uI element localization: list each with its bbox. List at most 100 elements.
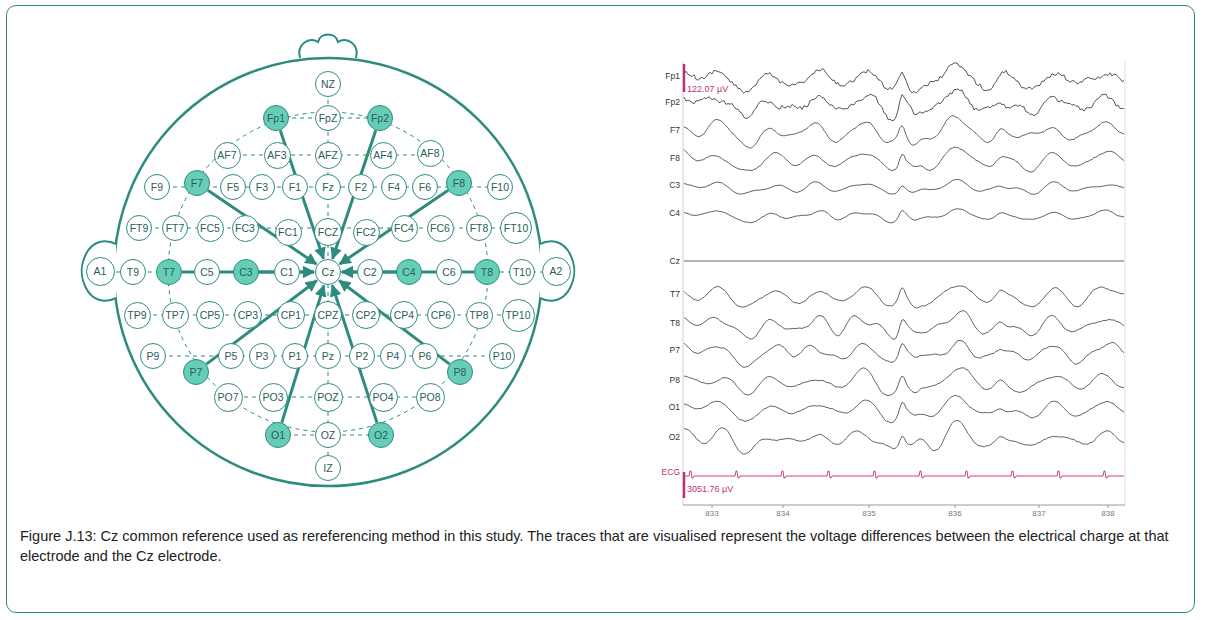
electrode-circle: FCZ (314, 218, 342, 246)
channel-label: Fp2 (665, 98, 680, 107)
electrode-label: P8 (454, 367, 467, 378)
electrode-circle: F2 (348, 174, 374, 200)
electrode-label: FC5 (200, 223, 220, 234)
electrode-label: A2 (550, 266, 563, 277)
electrode-circle: P10 (489, 343, 515, 369)
electrode-label: Pz (322, 351, 334, 362)
electrode-label: C2 (363, 267, 376, 278)
electrode-circle: F9 (144, 174, 170, 200)
time-tick: 834 (776, 510, 789, 518)
electrode-label: P4 (387, 351, 400, 362)
electrode-label: CP6 (431, 310, 451, 321)
channel-label: Fp1 (665, 72, 680, 81)
electrode-circle: FC6 (427, 215, 454, 242)
electrode-label: OZ (321, 430, 336, 441)
electrode-label: Cz (322, 267, 335, 278)
electrode-circle: T7 (156, 259, 182, 285)
electrode-circle: AF4 (370, 142, 397, 169)
electrode-circle: C1 (274, 259, 300, 285)
eeg-trace (684, 179, 1124, 194)
electrode-circle: FC5 (197, 215, 224, 242)
electrode-circle: F3 (249, 174, 275, 200)
electrode-circle: FC3 (232, 215, 259, 242)
electrode-circle: PO7 (214, 383, 243, 412)
electrode-circle: OZ (315, 422, 341, 448)
electrode-label: PO4 (372, 392, 393, 403)
eeg-trace (684, 395, 1124, 422)
electrode-label: NZ (321, 79, 335, 90)
axis-tick (955, 505, 956, 508)
electrode-circle: CPZ (314, 301, 342, 329)
electrode-label: C3 (239, 267, 252, 278)
electrode-label: P7 (190, 367, 203, 378)
electrode-label: TP9 (127, 310, 146, 321)
eeg-trace (684, 286, 1124, 308)
electrode-label: FT7 (166, 223, 185, 234)
nose-outline (299, 35, 356, 59)
electrode-label: T9 (127, 267, 139, 278)
electrode-circle: C2 (357, 259, 383, 285)
electrode-label: IZ (323, 463, 332, 474)
electrode-label: FC3 (235, 223, 255, 234)
electrode-circle: CP5 (196, 301, 224, 329)
eeg-trace (684, 261, 1124, 262)
electrode-circle: Fp2 (367, 105, 393, 131)
electrode-circle: AF7 (214, 142, 241, 169)
left-ear (82, 241, 117, 301)
eeg-trace (684, 421, 1124, 455)
axis-tick (712, 505, 713, 508)
electrode-circle: Fz (315, 174, 341, 200)
electrode-label: P6 (419, 351, 432, 362)
reference-arrow (208, 190, 317, 264)
electrode-circle: P3 (249, 343, 275, 369)
electrode-label: Fz (322, 182, 334, 193)
eeg-trace (684, 341, 1124, 368)
electrode-circle: C6 (436, 259, 462, 285)
time-tick: 833 (705, 510, 718, 518)
electrode-label: FpZ (319, 113, 338, 124)
eeg-trace (684, 209, 1124, 223)
electrode-label: F3 (256, 182, 268, 193)
electrode-label: O2 (374, 430, 388, 441)
electrode-label: TP7 (165, 310, 184, 321)
time-axis (683, 505, 1125, 506)
electrode-label: FC4 (394, 223, 414, 234)
electrode-circle: F8 (446, 170, 472, 196)
electrode-label: P3 (256, 351, 269, 362)
electrode-circle: FpZ (315, 105, 341, 131)
electrode-label: AF8 (420, 148, 439, 159)
electrode-circle: F7 (184, 170, 210, 196)
electrode-circle: NZ (315, 71, 341, 97)
electrode-label: F1 (289, 182, 301, 193)
electrode-label: P9 (147, 351, 160, 362)
electrode-circle: Pz (315, 343, 341, 369)
eeg-trace (684, 116, 1124, 149)
time-tick: 835 (862, 510, 875, 518)
electrode-label: Fp2 (371, 113, 389, 124)
electrode-label: PO3 (262, 392, 283, 403)
electrode-label: F10 (491, 182, 509, 193)
electrode-circle: T8 (474, 259, 500, 285)
axis-tick (783, 505, 784, 508)
eeg-trace (684, 89, 1124, 121)
electrode-label: C6 (442, 267, 455, 278)
axis-tick (1039, 505, 1040, 508)
electrode-circle: P2 (349, 343, 375, 369)
electrode-circle: O2 (368, 422, 394, 448)
channel-label: O1 (669, 403, 680, 412)
electrode-circle: TP8 (466, 302, 493, 329)
electrode-circle: Fp1 (263, 105, 289, 131)
channel-label: P8 (670, 376, 680, 385)
axis-tick (1108, 505, 1109, 508)
eeg-trace (684, 311, 1124, 340)
electrode-label: FT8 (470, 223, 489, 234)
electrode-circle: CP1 (277, 301, 305, 329)
channel-label: ECG (662, 468, 680, 477)
electrode-label: F4 (388, 182, 400, 193)
electrode-circle: AF3 (264, 142, 291, 169)
electrode-circle: CP3 (234, 301, 262, 329)
electrode-circle: P7 (183, 359, 209, 385)
electrode-label: CP2 (356, 310, 376, 321)
electrode-circle: A1 (86, 257, 115, 286)
electrode-circle: PO8 (416, 383, 445, 412)
